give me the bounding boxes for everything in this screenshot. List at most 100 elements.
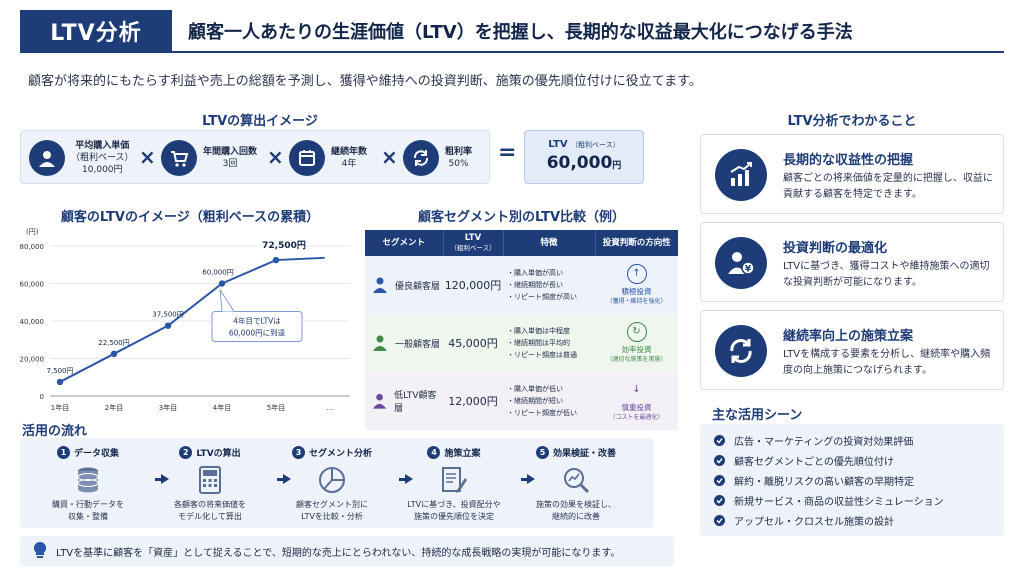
callout-pointer [219, 289, 235, 312]
insight-card: 継続率向上の施策立案 LTVを構成する要素を分析し、継続率や購入頻度の向上施策に… [700, 310, 1004, 390]
segment-heading: 顧客セグメント別のLTV比較（例） [417, 210, 626, 225]
series-line [59, 256, 325, 383]
page-title: 顧客一人あたりの生涯価値（LTV）を把握し、長期的な収益最大化につなげる手法 [188, 22, 853, 43]
direction: 積極投資 [621, 286, 652, 296]
down-arrow-icon: ↓ [632, 383, 641, 395]
flow-arrow-icon [155, 474, 169, 484]
col-header-segment: セグメント [365, 230, 444, 256]
formula-label: 継続年数 [331, 147, 368, 157]
table-row: 優良顧客層 120,000円 ・購入単価が高い・継続期間が長い・リピート頻度が高… [365, 256, 678, 314]
y-tick-label: 40,000 [20, 318, 45, 326]
segment-name: 優良顧客層 [395, 281, 441, 292]
feature: ・リピート頻度が低い [507, 409, 577, 417]
formula-value: 4年 [341, 159, 357, 169]
calculator-icon [150, 465, 270, 495]
insight-desc: LTVに基づき、獲得コストや維持施策への適切な投資判断が可能になります。 [783, 261, 990, 288]
x-tick-label: 2年目 [105, 403, 123, 412]
direction-sub: （コストを最適化） [609, 413, 664, 421]
multiply-sign: × [267, 145, 284, 169]
feature: ・継続期間が短い [507, 397, 563, 405]
direction-sub: （適切な施策を実施） [606, 355, 667, 363]
segment-ltv: 12,000円 [443, 372, 503, 430]
formula-item-frequency: 年間購入回数 3回 [161, 139, 257, 177]
step-title: セグメント分析 [308, 449, 372, 459]
feature: ・リピート頻度が高い [507, 293, 577, 301]
segment-name: 一般顧客層 [395, 339, 441, 350]
list-item: アップセル・クロスセル施策の設計 [714, 510, 990, 530]
data-point [110, 350, 118, 358]
data-label: 37,500円 [152, 311, 184, 319]
formula-item-margin: 粗利率 50% [403, 139, 472, 177]
list-item: 広告・マーケティングの投資対効果評価 [714, 430, 990, 450]
formula-label: 平均購入単価 [75, 141, 130, 151]
formula-label: 年間購入回数 [203, 147, 258, 157]
insight-desc: LTVを構成する要素を分析し、継続率や購入頻度の向上施策につなげられます。 [783, 349, 991, 376]
ltv-result-unit: 円 [612, 161, 622, 171]
formula-heading: LTVの算出イメージ [202, 114, 318, 129]
check-icon [714, 494, 725, 506]
x-tick-label: 4年目 [213, 403, 231, 412]
formula-sub: （粗利ベース） [71, 153, 134, 163]
segment-table-header: セグメント LTV（粗利ベース） 特徴 投資判断の方向性 [365, 230, 678, 256]
y-axis-unit: (円) [26, 228, 39, 236]
direction: 慎重投資 [621, 402, 652, 412]
x-tick-label: 5年目 [267, 403, 285, 412]
feature: ・継続期間が長い [507, 281, 563, 289]
formula-item-years: 継続年数 4年 [289, 139, 367, 177]
equals-sign: = [498, 140, 517, 165]
person-icon [372, 393, 387, 409]
magnifier-chart-icon [516, 465, 636, 495]
data-label: 7,500円 [46, 367, 73, 375]
uses-heading: 主な活用シーン [712, 408, 803, 423]
step-title: 効果検証・改善 [552, 449, 616, 459]
insight-card: 長期的な収益性の把握 顧客ごとの将来価値を定量的に把握し、収益に貢献する顧客を特… [700, 134, 1004, 214]
insights-heading: LTV分析でわかること [787, 114, 917, 129]
ltv-result-value: 60,000 [546, 153, 613, 173]
callout-box [211, 311, 303, 342]
title-divider [20, 51, 1004, 53]
col-header-direction: 投資判断の方向性 [595, 230, 678, 256]
bar-chart-icon [715, 149, 767, 201]
table-row: 一般顧客層 45,000円 ・購入単価は中程度・継続期間は平均的・リピート頻度は… [365, 314, 678, 372]
title-badge: LTV分析 [20, 10, 172, 52]
flow-heading: 活用の流れ [22, 424, 88, 439]
cycle-icon: ↻ [626, 321, 647, 342]
callout-text: 60,000円に到達 [229, 328, 286, 338]
insight-card: ¥ 投資判断の最適化 LTVに基づき、獲得コストや維持施策への適切な投資判断が可… [700, 222, 1004, 302]
growth-icon: ↑ [626, 263, 647, 284]
person-icon [373, 335, 387, 351]
formula-value: 3回 [222, 159, 238, 169]
feature: ・リピート頻度は普通 [507, 351, 577, 359]
person-icon [373, 277, 387, 293]
insight-title: 投資判断の最適化 [783, 241, 888, 256]
table-row: 低LTV顧客層 12,000円 ・購入単価が低い・継続期間が短い・リピート頻度が… [365, 372, 678, 430]
formula-value: 50% [448, 159, 469, 169]
check-icon [714, 434, 725, 446]
step-title: LTVの算出 [196, 449, 241, 459]
shopping-cart-icon [161, 140, 197, 176]
cycle-arrows-icon [403, 140, 439, 176]
check-icon [714, 454, 725, 466]
svg-text:¥: ¥ [745, 265, 752, 275]
list-item: 顧客セグメントごとの優先順位付け [714, 450, 990, 470]
cycle-arrows-icon [715, 325, 767, 377]
x-tick-label: 1年目 [51, 403, 69, 412]
feature: ・購入単価は中程度 [507, 327, 570, 335]
y-tick-label: 80,000 [20, 243, 45, 251]
list-item: 新規サービス・商品の収益性シミュレーション [714, 490, 990, 510]
insight-title: 継続率向上の施策立案 [783, 329, 914, 344]
insight-title: 長期的な収益性の把握 [783, 153, 914, 168]
direction: 効率投資 [621, 344, 652, 354]
data-point [272, 256, 280, 264]
data-point [56, 378, 64, 386]
check-icon [714, 514, 725, 526]
y-tick-label: 20,000 [20, 356, 45, 364]
person-icon [29, 140, 65, 176]
step-title: データ収集 [73, 449, 119, 459]
y-tick-label: 0 [40, 393, 44, 401]
